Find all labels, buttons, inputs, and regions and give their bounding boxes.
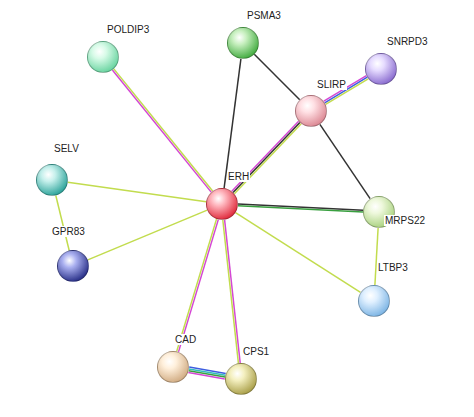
- node-label: GPR83: [51, 226, 86, 237]
- interaction-edge: [375, 228, 378, 285]
- interaction-edge: [177, 219, 219, 352]
- edge-evidence-line: [320, 124, 370, 198]
- protein-node: MRPS22: [363, 196, 395, 228]
- interaction-edge: [188, 367, 225, 379]
- protein-node: POLDIP3: [87, 41, 119, 73]
- edge-evidence-line: [188, 372, 225, 379]
- node-label: ERH: [227, 171, 250, 182]
- interaction-edge: [236, 213, 361, 293]
- edge-evidence-line: [179, 220, 219, 352]
- edge-evidence-line: [177, 219, 217, 351]
- edge-evidence-line: [225, 220, 241, 363]
- interaction-edge: [68, 182, 206, 202]
- node-label: MRPS22: [384, 215, 426, 226]
- interaction-edge: [56, 196, 69, 251]
- node-label: SNRPD3: [386, 36, 429, 47]
- edge-evidence-line: [223, 220, 239, 363]
- interaction-edge: [320, 124, 370, 198]
- edge-evidence-line: [254, 54, 299, 99]
- edge-evidence-line: [114, 69, 213, 191]
- node-label: POLDIP3: [106, 24, 150, 35]
- interaction-edge: [112, 69, 212, 192]
- protein-node: LTBP3: [358, 285, 390, 317]
- protein-node: SNRPD3: [365, 53, 397, 85]
- node-label: CPS1: [242, 346, 270, 357]
- node-label: CAD: [174, 334, 197, 345]
- edge-evidence-line: [112, 70, 211, 192]
- node-label: PSMA3: [246, 10, 282, 21]
- node-label: SELV: [53, 143, 80, 154]
- interaction-edge: [223, 220, 240, 363]
- interaction-edge: [254, 54, 299, 99]
- protein-node: CPS1: [225, 363, 257, 395]
- edge-evidence-line: [375, 228, 378, 285]
- edge-evidence-line: [68, 182, 206, 202]
- interaction-edge: [238, 204, 363, 212]
- node-label: SLIRP: [316, 79, 347, 90]
- interaction-edge: [224, 59, 241, 188]
- edge-evidence-line: [238, 206, 363, 212]
- edge-evidence-line: [234, 124, 301, 194]
- edge-evidence-line: [56, 196, 69, 251]
- edge-evidence-line: [236, 213, 361, 293]
- interaction-edge: [232, 121, 301, 193]
- protein-node: SLIRP: [295, 95, 327, 127]
- protein-node: SELV: [36, 164, 68, 196]
- edge-evidence-line: [224, 59, 241, 188]
- interaction-edge: [88, 210, 207, 260]
- edge-evidence-line: [88, 210, 207, 260]
- protein-node: PSMA3: [227, 27, 259, 59]
- protein-node: ERH: [206, 188, 238, 220]
- protein-node: CAD: [157, 351, 189, 383]
- protein-node: GPR83: [57, 250, 89, 282]
- node-label: LTBP3: [377, 262, 409, 273]
